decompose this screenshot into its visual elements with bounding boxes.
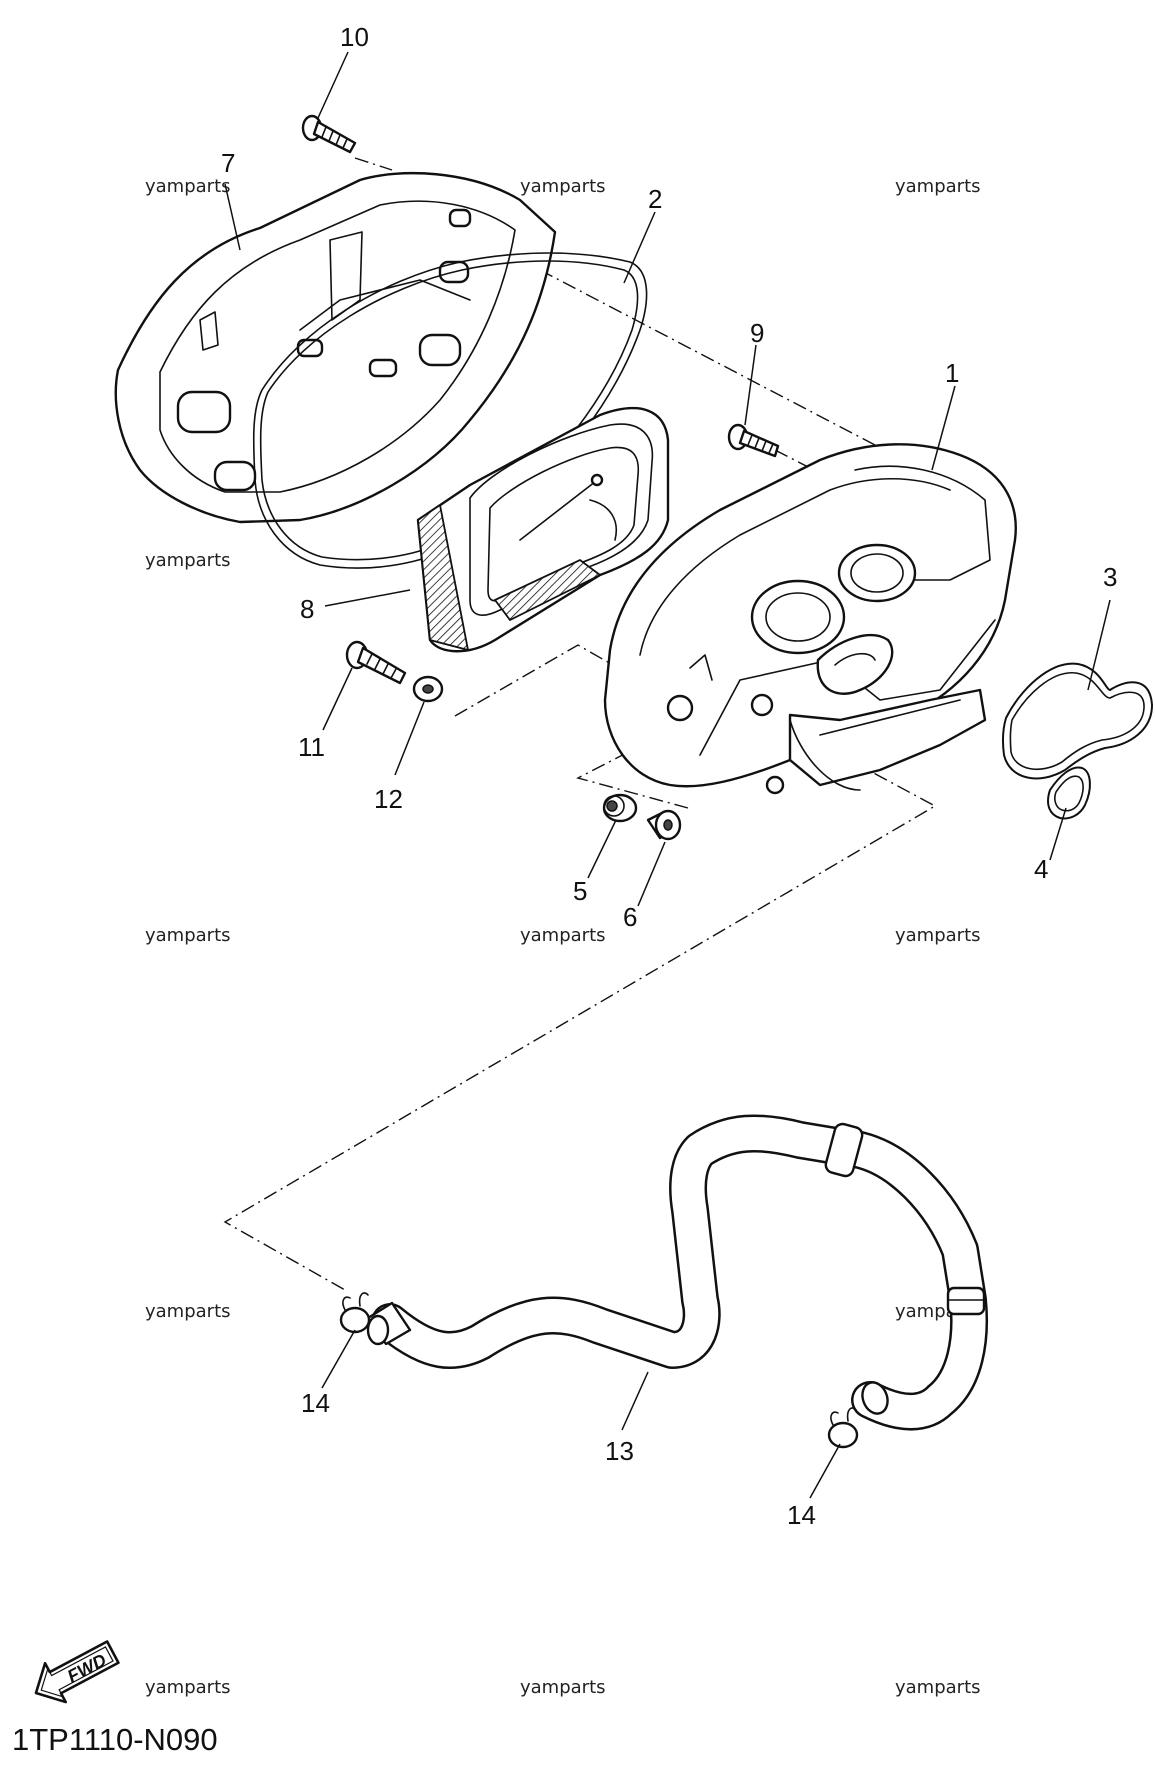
grommet-5 (602, 793, 638, 823)
callout-number: 5 (573, 876, 587, 906)
callout-number: 1 (945, 358, 959, 388)
diagram-code: 1TP1110-N090 (12, 1722, 218, 1757)
screw-10 (301, 114, 357, 154)
seal-ring-3 (1001, 662, 1153, 780)
gasket (252, 252, 648, 569)
callout-number: 6 (623, 902, 637, 932)
watermark: yamparts (895, 925, 981, 946)
callout-number: 2 (648, 184, 662, 214)
callout-number: 3 (1103, 562, 1117, 592)
callout-number: 13 (605, 1436, 634, 1466)
watermark: yamparts (520, 1677, 606, 1698)
watermark: yamparts (145, 550, 231, 571)
callout-number: 11 (298, 732, 325, 762)
watermark: yamparts (145, 176, 231, 197)
leader-lines (224, 51, 1111, 1499)
breather-hose (366, 1114, 989, 1431)
screw-9 (727, 423, 780, 458)
callout-number: 14 (301, 1388, 330, 1418)
watermark: yamparts (145, 1301, 231, 1322)
forward-direction-arrow-icon: FWD (34, 1640, 120, 1704)
bolt-11 (345, 640, 407, 685)
watermark: yamparts (895, 1677, 981, 1698)
callout-number: 10 (340, 22, 369, 52)
watermark: yamparts (145, 1677, 231, 1698)
callout-number: 14 (787, 1500, 816, 1530)
seal-ring-4 (1047, 766, 1091, 820)
callout-number: 4 (1034, 854, 1048, 884)
callout-number: 9 (750, 318, 764, 348)
collar-6 (646, 809, 682, 841)
hose-clip-14-left (339, 1292, 371, 1334)
air-filter-element (416, 406, 670, 653)
air-box-cover (114, 171, 557, 524)
watermark: yamparts (145, 925, 231, 946)
callout-numbers: 1 2 3 4 5 6 7 8 9 10 11 12 13 14 14 (221, 22, 1117, 1530)
watermark: yamparts (895, 176, 981, 197)
washer-12 (412, 675, 444, 703)
watermark: yamparts (520, 176, 606, 197)
air-box-case (603, 443, 1017, 795)
callout-number: 12 (374, 784, 403, 814)
callout-number: 7 (221, 148, 235, 178)
hose-clip-14-right (827, 1407, 859, 1449)
callout-number: 8 (300, 594, 314, 624)
watermark: yamparts (520, 925, 606, 946)
